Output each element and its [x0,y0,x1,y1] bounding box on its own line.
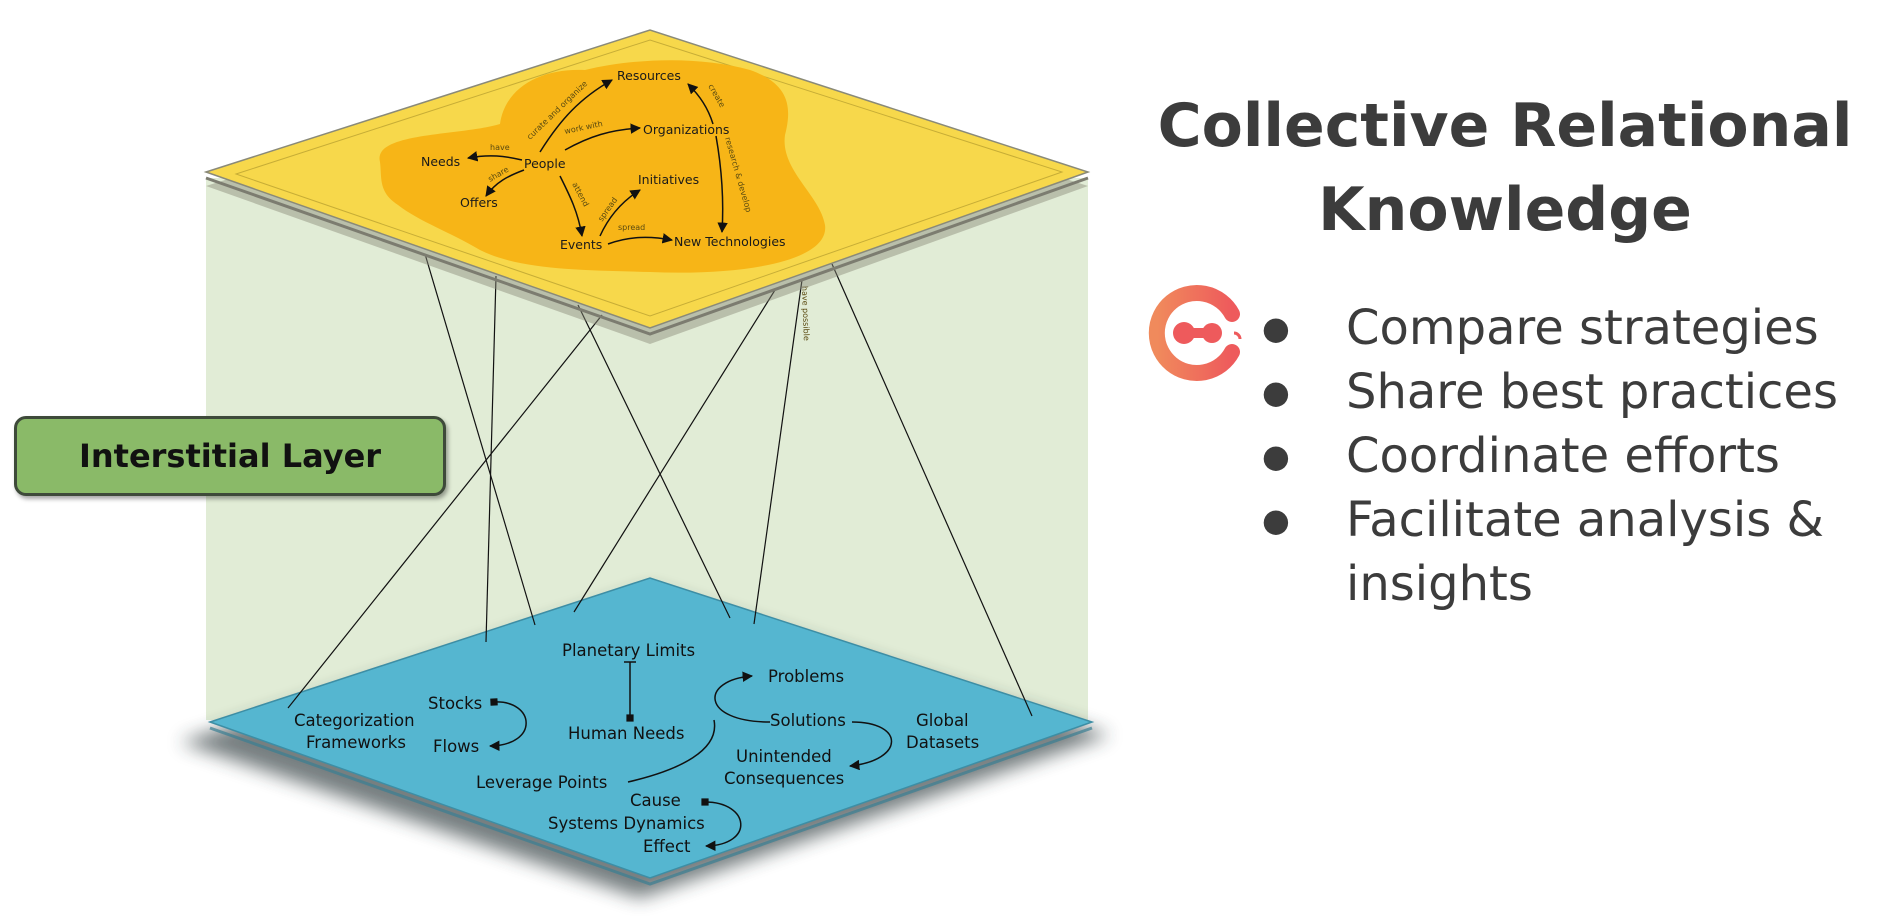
bottom-plane-edge [209,726,1093,886]
bullet-item: Share best practices [1262,360,1902,424]
link-line [753,279,803,625]
bullet-list: Compare strategies Share best practices … [1262,296,1902,616]
label-effect: Effect [643,837,691,856]
label-stocks: Stocks [428,694,482,713]
edge-label-spread-2: spread [618,223,645,232]
bullet-item: Facilitate analysis & insights [1262,488,1902,616]
link-line [485,275,497,643]
top-plane-edge [205,176,1089,336]
label-solutions: Solutions [770,711,846,730]
page-title-line-2: Knowledge [1318,175,1692,245]
link-line [424,253,536,626]
node-people: People [524,156,566,171]
edge-people-offers [485,169,525,197]
edge-organizations-newtech [715,135,728,234]
edge-label-have: have [490,143,510,152]
page-title-line-1: Collective Relational [1157,91,1853,161]
label-planetary-limits: Planetary Limits [562,641,695,660]
label-systems-dynamics: Systems Dynamics [548,814,705,833]
edge-people-events [559,175,586,238]
label-cause: Cause [630,791,681,810]
node-events: Events [560,237,602,252]
label-datasets: Datasets [906,733,979,752]
edge-solutions-problems [714,671,771,723]
interstitial-links [287,253,1033,717]
label-human-needs: Human Needs [568,724,684,743]
link-line [287,314,603,709]
edge-people-needs [466,151,523,162]
edge-leverage-link [627,719,716,783]
edge-people-resources [539,79,613,153]
link-line [831,263,1033,717]
link-line [573,289,776,613]
label-frameworks: Frameworks [306,733,406,752]
edge-organizations-resources [687,83,714,125]
node-organizations: Organizations [643,122,729,137]
node-needs: Needs [421,154,460,169]
edge-events-newtech [607,233,674,245]
top-blob [379,60,826,273]
label-problems: Problems [768,667,844,686]
interstitial-layer-badge: Interstitial Layer [14,416,446,496]
edge-solutions-unintended [848,721,893,771]
interstitial-volume [206,178,1088,720]
label-consequences: Consequences [724,769,844,788]
label-categorization: Categorization [294,711,415,730]
logo-icon [1148,285,1242,381]
bullet-item: Compare strategies [1262,296,1902,360]
node-offers: Offers [460,195,498,210]
bottom-plane [207,577,1095,879]
label-flows: Flows [433,737,479,756]
edge-stocks-flows [488,698,527,752]
edge-cause-effect [701,798,742,852]
label-unintended: Unintended [736,747,832,766]
bullet-item: Coordinate efforts [1262,424,1902,488]
interstitial-edge-label: have possible [800,286,811,341]
label-leverage-points: Leverage Points [476,773,607,792]
node-resources: Resources [617,68,681,83]
node-initiatives: Initiatives [638,172,699,187]
bottom-graph-edges [488,661,893,852]
link-line [577,304,731,619]
label-global: Global [916,711,969,730]
edge-people-organizations [564,123,642,151]
top-graph-edges [466,79,728,245]
edge-events-initiatives [599,189,641,237]
top-plane-inner [234,39,1064,317]
node-new-technologies: New Technologies [674,234,786,249]
